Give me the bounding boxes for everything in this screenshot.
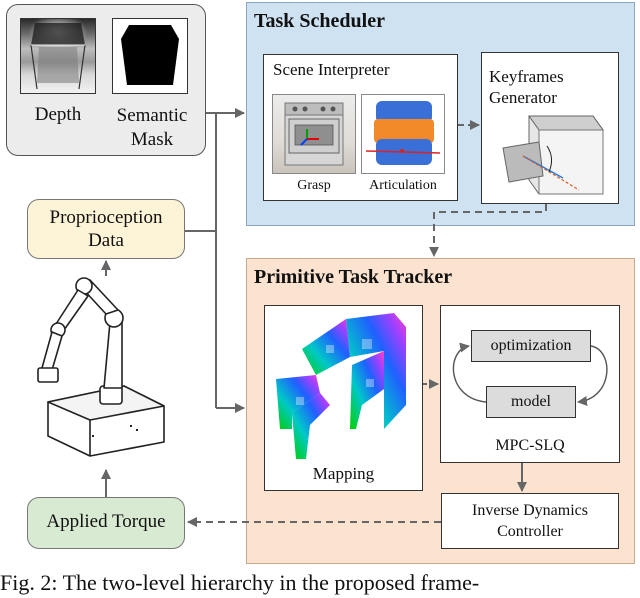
model-block: model [486,386,576,418]
robot-arm-illustration [37,277,165,457]
semantic-mask-label: Semantic Mask [106,104,198,152]
mask-label-line-2: Mask [130,129,174,150]
keyframes-oven-illustration [502,115,604,195]
grasp-image [272,94,356,174]
inverse-dynamics-controller-box [441,493,619,549]
optimization-block: optimization [471,330,591,362]
keyframes-to-tracker-arrow [429,204,547,257]
inverse-dynamics-label: Inverse Dynamics Controller [441,500,619,542]
applied-torque-label: Applied Torque [46,511,166,532]
mask-label-line-1: Semantic [116,105,188,126]
figure-caption: Fig. 2: The two-level hierarchy in the p… [0,570,480,595]
proprio-label-line-1: Proprioception [49,207,163,228]
depth-image [20,18,96,94]
task-scheduler-title: Task Scheduler [254,10,385,32]
keyframes-generator-label: Keyframes Generator [489,66,564,108]
applied-torque-node [27,497,185,549]
mask-silhouette [121,25,179,85]
proprioception-label: Proprioception Data [27,206,185,252]
mpc-slq-label: MPC-SLQ [495,437,565,454]
scene-interpreter-title: Scene Interpreter [273,60,390,79]
primitive-task-tracker-title: Primitive Task Tracker [254,266,453,288]
articulation-label: Articulation [369,178,437,193]
keyframes-label-line-2: Generator [489,88,557,107]
proprio-label-line-2: Data [88,230,124,251]
mapping-label: Mapping [312,464,375,483]
keyframes-label-line-1: Keyframes [489,67,564,86]
depth-label: Depth [34,104,82,125]
mapping-voxel-illustration [276,313,406,459]
articulation-image [361,94,445,174]
semantic-mask-image [112,18,188,94]
loop-left-arc [452,342,487,403]
grasp-label: Grasp [297,178,331,193]
connector-layer [101,108,608,527]
inverse-label-line-1: Inverse Dynamics [472,502,588,519]
loop-right-arc [577,345,608,406]
inverse-label-line-2: Controller [497,523,563,540]
proprioception-data-node [27,199,185,259]
